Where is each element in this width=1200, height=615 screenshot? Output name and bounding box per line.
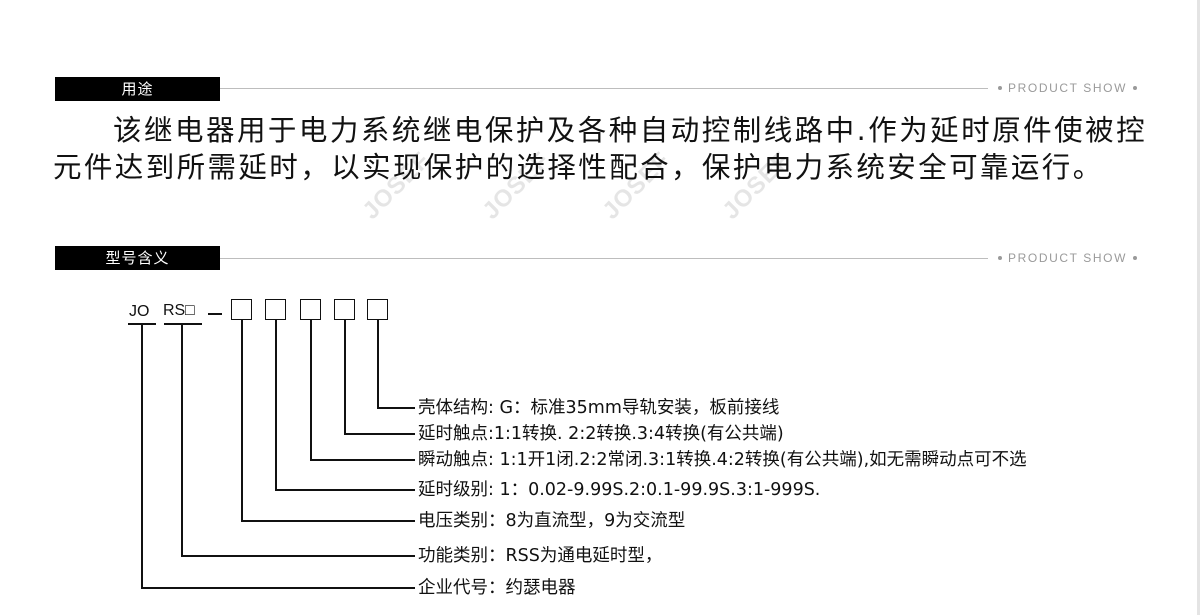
product-show-badge-usage: PRODUCT SHOW — [988, 79, 1145, 97]
product-show-text: PRODUCT SHOW — [1008, 81, 1127, 95]
model-series-box: □ — [185, 302, 195, 319]
leader-vertical-housing — [377, 320, 379, 409]
dot-icon — [998, 255, 1003, 260]
model-box-delay-contact — [334, 299, 355, 320]
leader-horizontal-delay-contact — [344, 433, 415, 435]
section-rule-model-meaning — [220, 258, 1145, 259]
model-box-voltage — [231, 299, 252, 320]
leader-vertical-function — [181, 324, 183, 557]
product-show-badge-model: PRODUCT SHOW — [988, 249, 1145, 267]
model-dash — [208, 313, 222, 315]
page-right-border — [1197, 0, 1200, 615]
section-tag-model-meaning: 型号含义 — [55, 246, 220, 270]
legend-company-code: 企业代号：约瑟电器 — [418, 578, 576, 598]
product-show-text: PRODUCT SHOW — [1008, 251, 1127, 265]
model-series: RS — [163, 302, 186, 319]
leader-horizontal-voltage — [241, 520, 415, 522]
dot-icon — [1133, 85, 1137, 90]
legend-instant-contact: 瞬动触点: 1:1开1闭.2:2常闭.3:1转换.4:2转换(有公共端),如无需… — [418, 450, 1027, 470]
leader-vertical-company — [141, 324, 143, 589]
legend-voltage-type: 电压类别：8为直流型，9为交流型 — [418, 511, 686, 531]
leader-vertical-voltage — [241, 320, 243, 522]
dot-icon — [1133, 255, 1137, 260]
legend-function-type: 功能类别：RSS为通电延时型， — [418, 546, 663, 566]
section-tag-usage: 用途 — [55, 77, 220, 101]
dot-icon — [998, 85, 1003, 90]
model-box-instant-contact — [300, 299, 321, 320]
model-box-housing — [367, 299, 388, 320]
leader-vertical-instant-contact — [310, 320, 312, 460]
model-box-delay-level — [265, 299, 286, 320]
legend-housing: 壳体结构: G：标准35mm导轨安装，板前接线 — [418, 398, 780, 418]
legend-delay-contact: 延时触点:1:1转换. 2:2转换.3:4转换(有公共端) — [418, 424, 784, 444]
series-underline — [164, 323, 202, 325]
prefix-underline — [128, 323, 156, 325]
leader-vertical-delay-contact — [344, 320, 346, 435]
section-rule-usage — [220, 88, 1145, 89]
leader-horizontal-function — [181, 555, 415, 557]
leader-vertical-delay-level — [275, 320, 277, 490]
usage-paragraph: 该继电器用于电力系统继电保护及各种自动控制线路中.作为延时原件使被控元件达到所需… — [53, 114, 1147, 184]
leader-horizontal-delay-level — [275, 489, 415, 491]
leader-horizontal-company — [141, 587, 415, 589]
model-prefix: JO — [129, 303, 150, 320]
leader-horizontal-instant-contact — [310, 459, 415, 461]
legend-delay-level: 延时级别: 1：0.02-9.99S.2:0.1-99.9S.3:1-999S. — [418, 480, 821, 500]
leader-horizontal-housing — [377, 407, 415, 409]
